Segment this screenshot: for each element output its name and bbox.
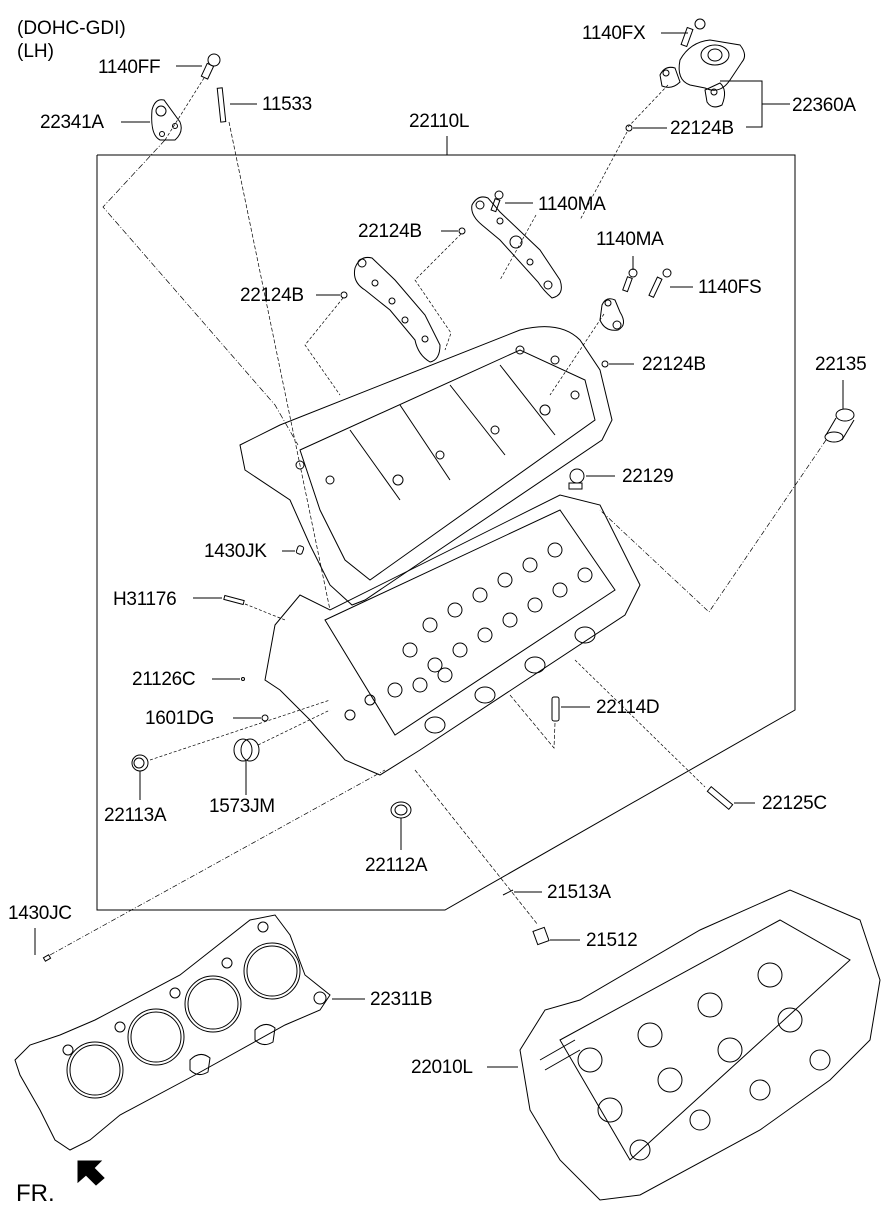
seal-1573JM-icon (233, 738, 260, 762)
cam-cap-3-icon (599, 298, 624, 331)
callout-1140FX[interactable]: 1140FX (582, 23, 646, 44)
callout-1140FS[interactable]: 1140FS (698, 277, 762, 298)
callout-1140MA-2[interactable]: 1140MA (596, 229, 664, 250)
callout-1601DG[interactable]: 1601DG (145, 708, 214, 729)
ring-22112A-icon (390, 801, 412, 819)
callout-11533[interactable]: 11533 (262, 94, 312, 115)
pin-22124B-top-icon (625, 124, 633, 132)
callout-22135[interactable]: 22135 (815, 354, 867, 375)
callout-1140FF[interactable]: 1140FF (98, 57, 161, 78)
tube-22135-icon (824, 408, 855, 443)
callout-1430JK[interactable]: 1430JK (204, 541, 267, 562)
stud-11533-icon (216, 87, 227, 123)
callout-22125C[interactable]: 22125C (762, 793, 827, 814)
cam-carrier-22110L-icon (239, 326, 613, 606)
engine-type-label: (DOHC-GDI) (17, 18, 126, 39)
callout-H31176[interactable]: H31176 (113, 589, 177, 610)
callout-1140MA-1[interactable]: 1140MA (538, 194, 606, 215)
callout-22311B[interactable]: 22311B (370, 989, 433, 1010)
plug-21126C-icon (241, 677, 245, 681)
assembled-head-22010L-icon (519, 889, 881, 1201)
plug-22129-icon (568, 468, 585, 490)
callout-22114D[interactable]: 22114D (596, 697, 660, 718)
side-label: (LH) (17, 41, 54, 62)
callout-22113A[interactable]: 22113A (104, 805, 167, 826)
callout-1430JC[interactable]: 1430JC (8, 903, 72, 924)
callout-22110L[interactable]: 22110L (409, 111, 470, 132)
stud-22125C-icon (706, 785, 734, 811)
callout-21512[interactable]: 21512 (586, 930, 638, 951)
callout-1573JM[interactable]: 1573JM (209, 796, 275, 817)
callout-22129[interactable]: 22129 (622, 466, 674, 487)
bolt-1140MA-2-icon (622, 256, 638, 293)
callout-22124B-top[interactable]: 22124B (670, 118, 734, 139)
gasket-22311B-icon (14, 914, 331, 1151)
callout-22341A[interactable]: 22341A (40, 112, 104, 133)
pin-22124B-3-icon (340, 291, 348, 299)
callout-21513A[interactable]: 21513A (547, 882, 611, 903)
callout-21126C[interactable]: 21126C (132, 669, 196, 690)
pin-22124B-2-icon (458, 227, 466, 235)
bracket-22360A-icon (659, 39, 746, 108)
pin-1430JC-icon (42, 954, 52, 962)
callout-22112A[interactable]: 22112A (365, 855, 428, 876)
seal-22113A-icon (131, 754, 149, 772)
dowel-H31176-icon (223, 594, 245, 606)
bolt-1140FS-icon (648, 268, 672, 298)
callout-22124B-4[interactable]: 22124B (642, 354, 706, 375)
callout-22124B-3[interactable]: 22124B (240, 285, 304, 306)
bolt-1140FX-icon (680, 18, 706, 48)
bracket-22341A-icon (151, 99, 182, 141)
plug-1601DG-icon (261, 714, 269, 722)
washer-21513A-icon (502, 889, 514, 896)
bolt-1140FF-icon (200, 53, 221, 80)
assembly-frame (96, 154, 796, 911)
callout-22124B-2[interactable]: 22124B (358, 221, 422, 242)
callout-22360A[interactable]: 22360A (792, 95, 856, 116)
sleeve-22114D-icon (551, 696, 560, 722)
cylinder-head-icon (264, 494, 641, 776)
pin-22124B-4-icon (601, 360, 609, 368)
pin-1430JK-icon (295, 545, 305, 555)
plug-21512-icon (532, 926, 550, 946)
callout-22010L[interactable]: 22010L (411, 1057, 473, 1078)
bolt-1140MA-1-icon (490, 190, 504, 213)
front-direction-label: FR. (16, 1180, 55, 1207)
cam-cap-1-icon (471, 196, 562, 299)
front-arrow-icon (77, 1160, 105, 1186)
cam-cap-2-icon (354, 257, 441, 363)
